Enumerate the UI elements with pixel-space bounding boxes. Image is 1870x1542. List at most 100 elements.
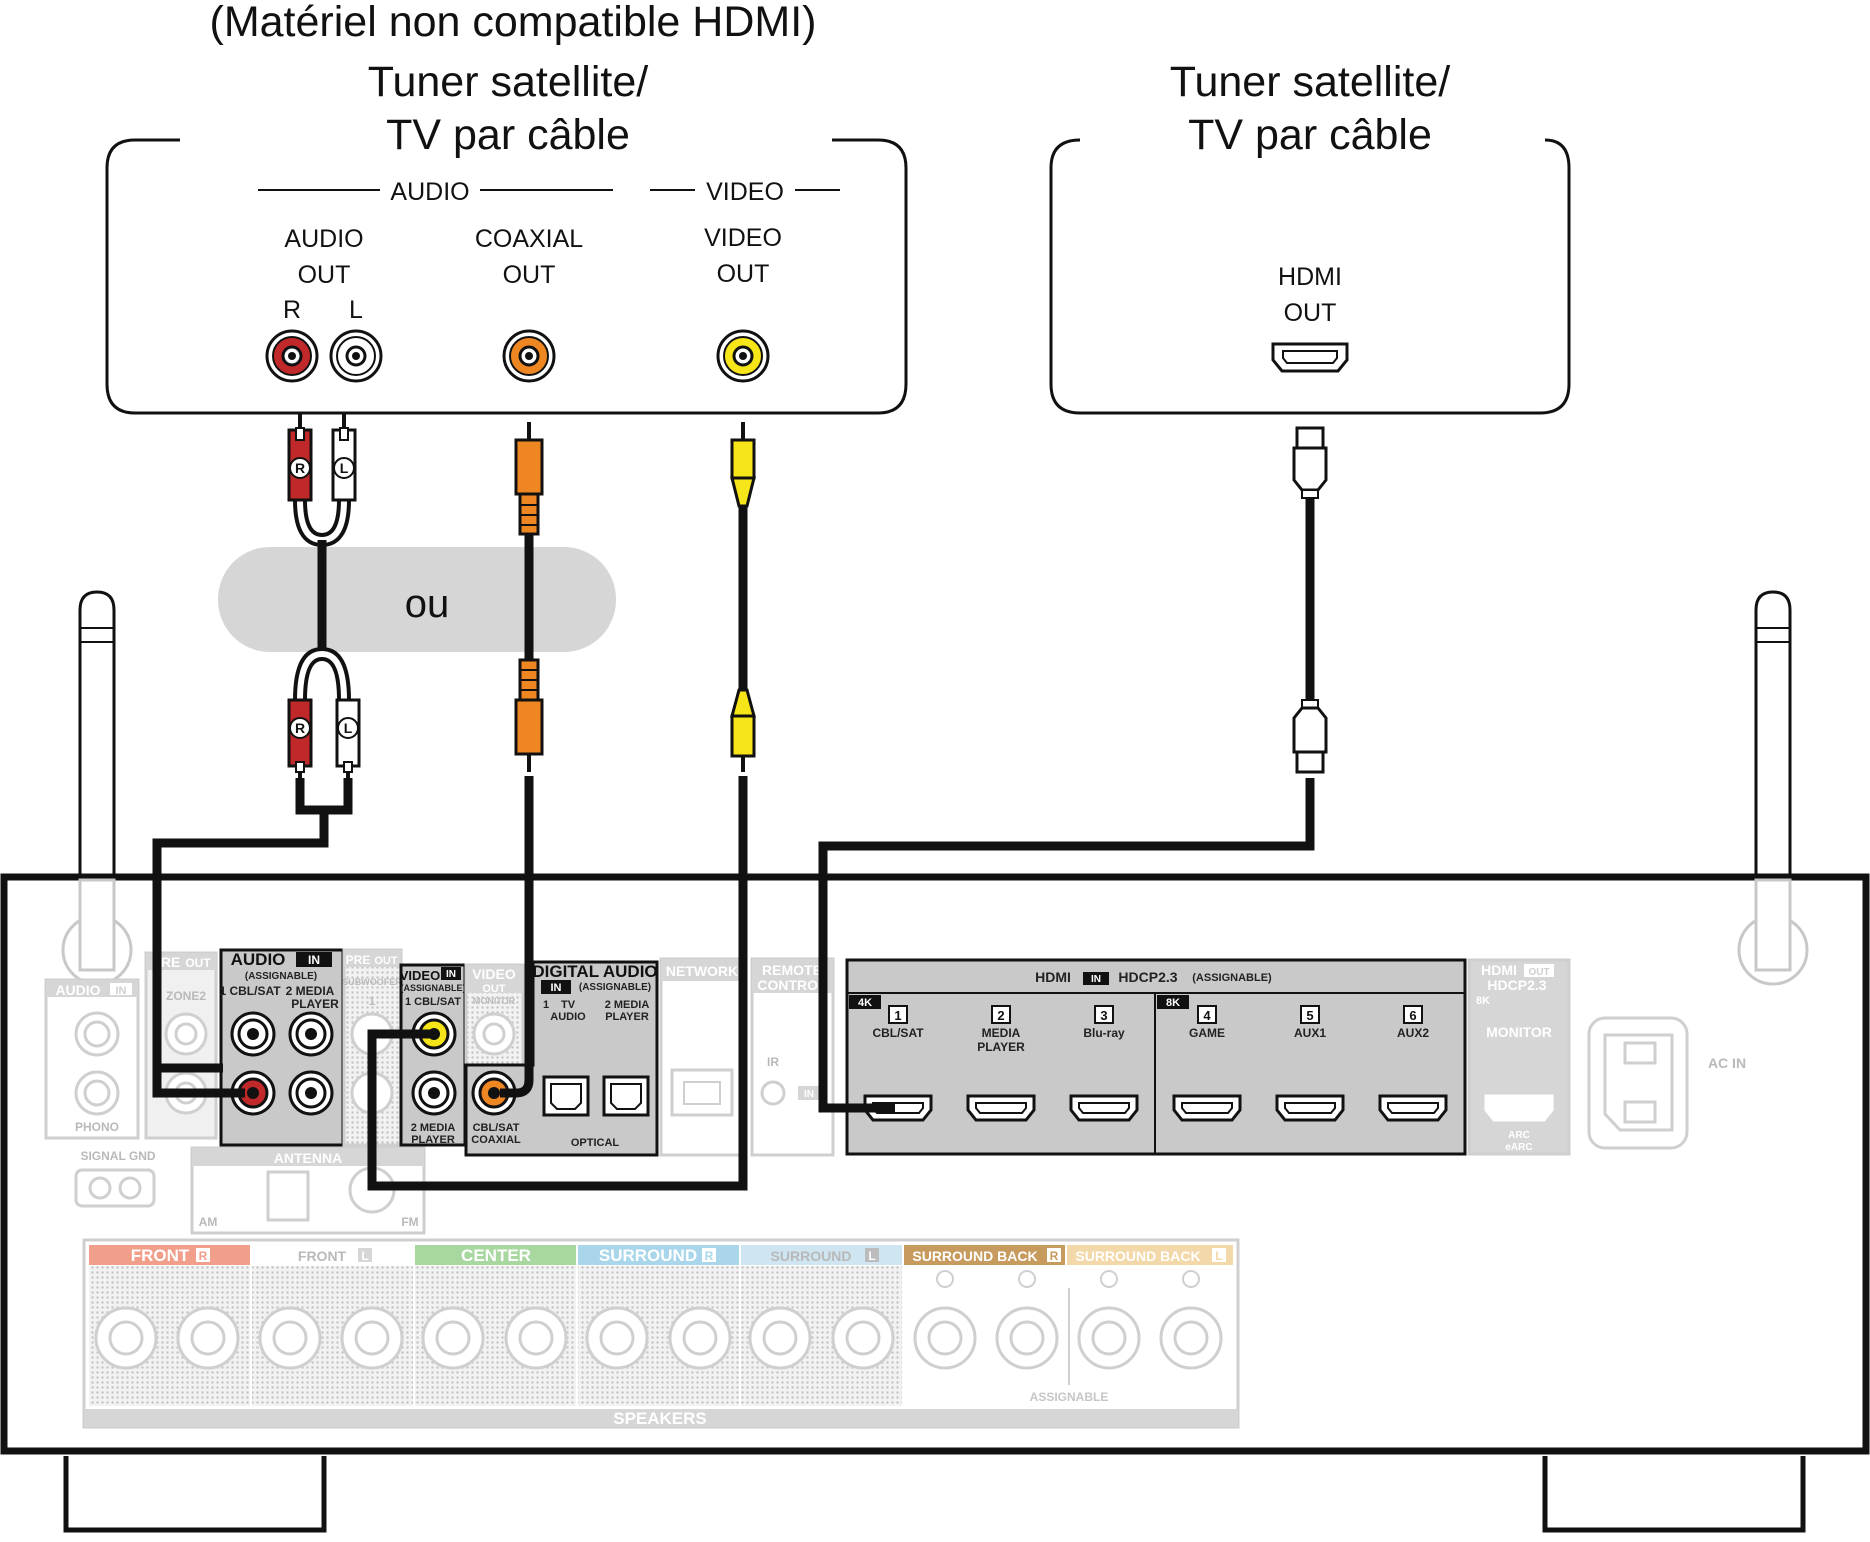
source-left-box <box>105 138 908 415</box>
speaker-surround-l-label: SURROUND <box>771 1248 852 1264</box>
speakers-section: SPEAKERS ASSIGNABLE FRONT R FRONT L <box>82 1238 1240 1429</box>
phono-label: PHONO <box>75 1120 119 1134</box>
pre-out-2-label: PRE <box>346 953 371 967</box>
plug-audio-l-top-label: L <box>340 460 349 476</box>
source-device-right: Tuner satellite/ TV par câble HDMI OUT <box>1049 58 1571 415</box>
group-audio-label: AUDIO <box>390 178 469 206</box>
hdmi-input-2-label: MEDIA <box>982 1026 1021 1040</box>
hdmi-out-section: HDMI OUT HDCP2.3 8K MONITOR ARC eARC <box>1467 958 1571 1156</box>
jack-audio-r <box>265 329 319 383</box>
plug-hdmi-top <box>1292 426 1328 499</box>
audio-in-tag: IN <box>308 953 320 967</box>
hdmi-input-4-num: 4 <box>1203 1008 1211 1023</box>
audio-cable-fork-bottom <box>295 778 353 815</box>
audio-out-l-label: L <box>349 296 363 324</box>
audio-in-cbl-r-jack <box>230 1070 276 1116</box>
jack-audio-l <box>329 329 383 383</box>
remote-label-2: CONTROL <box>757 977 827 993</box>
group-video-label: VIDEO <box>706 178 784 206</box>
plug-coaxial-top <box>514 422 544 536</box>
audio-in-media-r-jack <box>288 1070 334 1116</box>
network-section: NETWORK <box>659 957 746 1157</box>
coaxial-cable-lower <box>500 776 534 1098</box>
plug-video-top <box>730 422 756 508</box>
video-out-label-1: VIDEO <box>704 224 782 252</box>
audio-out-r-label: R <box>283 296 301 324</box>
source-left-caption-2: Tuner satellite/ <box>368 58 648 106</box>
video-in-cbl-jack <box>411 1011 457 1057</box>
jack-video <box>716 329 770 383</box>
or-separator: ou <box>218 547 616 652</box>
optical-media-port <box>602 1075 650 1117</box>
video-in-cbl-label: 1 CBL/SAT <box>405 996 461 1008</box>
speaker-center-label: CENTER <box>461 1246 531 1265</box>
optical-tv-port <box>542 1075 590 1117</box>
speaker-group-front-r: FRONT R <box>89 1245 250 1406</box>
audio-cable-to-cbl-l <box>152 810 329 1073</box>
hdmi-out-monitor: MONITOR <box>1486 1024 1552 1040</box>
plug-hdmi-bottom <box>1292 699 1328 774</box>
audio-in-assignable: (ASSIGNABLE) <box>245 971 317 982</box>
hdmi-input-3-label: Blu-ray <box>1083 1026 1125 1040</box>
hdmi-input-2-label-2: PLAYER <box>977 1040 1025 1054</box>
hdmi-input-5-num: 5 <box>1306 1008 1313 1023</box>
ir-label: IR <box>767 1055 779 1069</box>
audio-cable-to-cbl-r <box>152 1068 245 1098</box>
audio-in-cbl-label: 1 CBL/SAT <box>219 984 281 998</box>
plug-audio-r-top: R <box>287 414 313 502</box>
ac-in-section: AC IN <box>1587 1016 1746 1150</box>
plug-audio-l-top: L <box>331 414 357 502</box>
hdmi-out-port <box>1271 342 1349 373</box>
optical-label: OPTICAL <box>571 1137 620 1149</box>
hdmi-input-3: 3 Blu-ray <box>1069 1005 1139 1122</box>
video-out-label: VIDEO <box>472 966 516 982</box>
hdmi-input-6-num: 6 <box>1409 1008 1416 1023</box>
coaxial-out-label-1: COAXIAL <box>475 225 583 253</box>
ac-in-label: AC IN <box>1708 1055 1746 1071</box>
fm-label: FM <box>401 1215 418 1229</box>
digital-1-label: 1 <box>543 999 549 1011</box>
video-in-label: VIDEO <box>400 968 440 983</box>
speaker-group-surround-l: SURROUND L <box>741 1245 902 1406</box>
speaker-assignable-label: ASSIGNABLE <box>1030 1390 1109 1404</box>
hdmi-input-6-label: AUX2 <box>1397 1026 1429 1040</box>
source-left-caption-3: TV par câble <box>386 111 630 159</box>
hdmi-out-earc: eARC <box>1505 1142 1532 1153</box>
hdmi-input-5: 5 AUX1 <box>1275 1005 1345 1122</box>
speaker-surround-l-side: L <box>868 1249 875 1263</box>
badge-4k: 4K <box>858 997 872 1009</box>
hdmi-input-1-num: 1 <box>894 1008 901 1023</box>
hdmi-input-2-num: 2 <box>997 1008 1004 1023</box>
hdmi-in-title: HDMI <box>1035 969 1071 985</box>
subwoofer-label: SUBWOOFER <box>342 977 402 987</box>
video-in-section: VIDEO IN (ASSIGNABLE) 1 CBL/SAT 2 MEDIA … <box>399 963 467 1147</box>
video-in-media-label: 2 MEDIA <box>411 1122 456 1134</box>
video-cable-lower <box>367 776 748 1191</box>
signal-gnd-label: SIGNAL GND <box>80 1149 155 1163</box>
video-in-assignable: (ASSIGNABLE) <box>401 983 466 993</box>
hdmi-out-hdcp: HDCP2.3 <box>1487 977 1546 993</box>
audio-out-label-1: AUDIO <box>284 225 363 253</box>
audio-in-cbl-l-jack <box>230 1011 276 1057</box>
or-label: ou <box>405 582 450 626</box>
hdmi-out-arc: ARC <box>1508 1130 1530 1141</box>
speaker-surround-back-l-side: L <box>1215 1249 1222 1263</box>
hdmi-input-6: 6 AUX2 <box>1378 1005 1448 1122</box>
hdmi-cable-lower <box>818 778 1315 1113</box>
coax-label: COAXIAL <box>471 1134 521 1146</box>
digital-audio-small-label: AUDIO <box>550 1011 586 1023</box>
hdmi-input-4: 4 GAME <box>1172 1005 1242 1122</box>
hdmi-in-tag: IN <box>1091 974 1101 985</box>
hdmi-input-1-label: CBL/SAT <box>872 1026 924 1040</box>
speaker-front-r-label: FRONT <box>131 1246 190 1265</box>
speaker-surround-r-label: SURROUND <box>599 1246 697 1265</box>
pre-out-1-tag: OUT <box>185 956 211 970</box>
hdmi-input-4-label: GAME <box>1189 1026 1225 1040</box>
phono-audio-label: AUDIO <box>55 982 100 998</box>
plug-video-bottom <box>730 688 756 772</box>
speaker-surround-back-r-side: R <box>1050 1249 1059 1263</box>
phono-in-tag: IN <box>116 985 127 997</box>
plug-audio-l-bottom-label: L <box>344 720 353 736</box>
digital-player-label: PLAYER <box>605 1011 649 1023</box>
hdmi-in-assignable: (ASSIGNABLE) <box>1192 972 1272 984</box>
